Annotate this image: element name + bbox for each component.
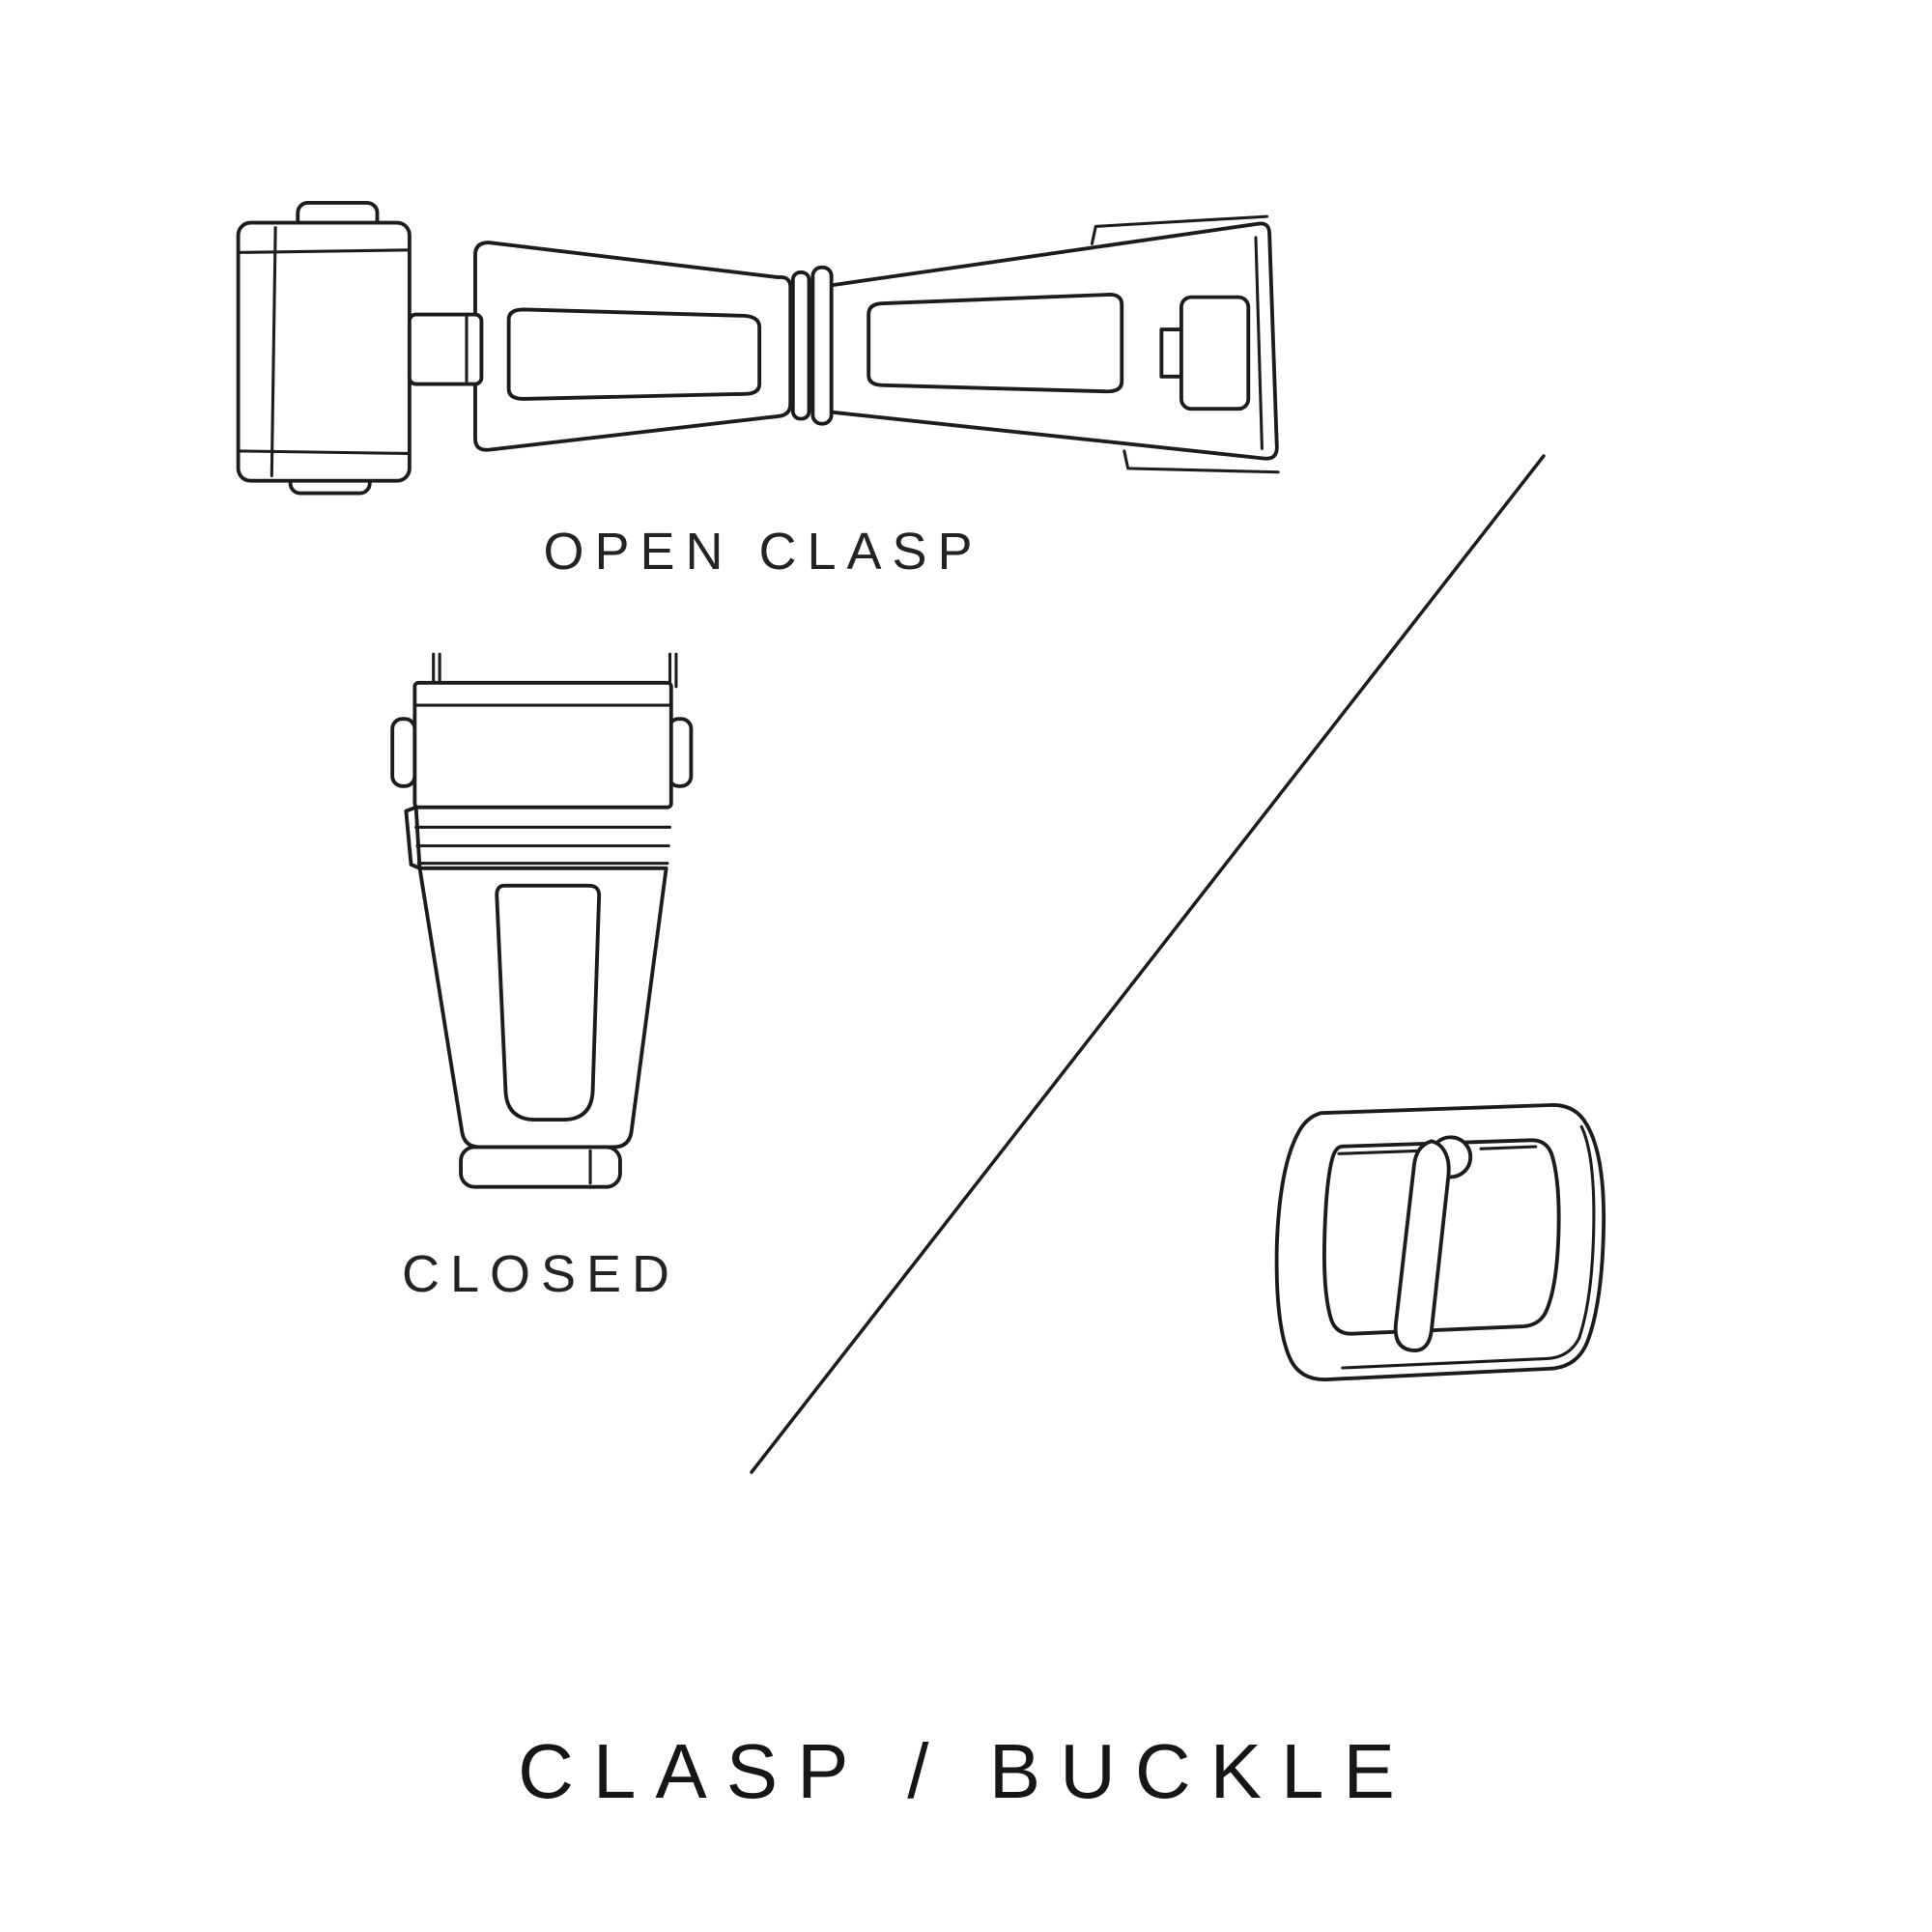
clasp-left-arm bbox=[473, 241, 793, 452]
clasp-hinge-bar-right bbox=[810, 265, 834, 426]
clasp-end-link-bottom-line bbox=[238, 449, 411, 456]
clasp-right-end-edge-line bbox=[1254, 236, 1264, 450]
clasp-right-arm-top-plate-line bbox=[1090, 214, 1269, 245]
clasp-body-inner-outline bbox=[495, 883, 602, 1122]
open-clasp-drawing bbox=[236, 201, 1280, 496]
clasp-prong-right bbox=[668, 652, 678, 689]
clasp-right-arm-inner-outline bbox=[867, 292, 1124, 394]
page-title: CLASP / BUCKLE bbox=[518, 1728, 1414, 1814]
open-clasp-illustration bbox=[222, 185, 1304, 508]
closed-clasp-caption: CLOSED bbox=[401, 1245, 681, 1303]
buckle-crossbar-left bbox=[1337, 1149, 1426, 1155]
clasp-right-arm-bottom-plate-line bbox=[1122, 449, 1280, 474]
clasp-hinge-bar-left bbox=[790, 270, 811, 421]
buckle-tongue bbox=[1393, 1139, 1451, 1352]
clasp-body bbox=[417, 866, 668, 1150]
clasp-end-link-top-line bbox=[238, 248, 411, 254]
diagonal-divider-line bbox=[750, 454, 1546, 1474]
clasp-left-arm-inner-outline bbox=[506, 307, 762, 401]
diagonal-divider bbox=[746, 450, 1549, 1478]
clasp-end-link bbox=[236, 220, 412, 483]
buckle-frame-bottom-thickness-line bbox=[1341, 1336, 1581, 1370]
clasp-side-button-left bbox=[390, 717, 417, 788]
clasp-catch-hook bbox=[1159, 327, 1183, 379]
buckle-frame-inner-opening bbox=[1322, 1138, 1561, 1336]
closed-clasp-illustration bbox=[379, 649, 702, 1197]
closed-clasp-drawing bbox=[390, 652, 694, 1189]
tang-buckle-illustration bbox=[1236, 1082, 1634, 1430]
clasp-band-left-tab bbox=[404, 805, 422, 870]
buckle-frame-right-thickness-line bbox=[1577, 1124, 1596, 1340]
divider-line bbox=[750, 454, 1546, 1474]
clasp-end-link-fold-line bbox=[270, 226, 277, 478]
buckle-crossbar-right bbox=[1479, 1145, 1538, 1151]
tang-buckle-drawing bbox=[1274, 1103, 1606, 1381]
open-clasp-caption: OPEN CLASP bbox=[543, 523, 983, 581]
clasp-cover bbox=[412, 680, 673, 810]
clasp-catch bbox=[1179, 295, 1251, 412]
clasp-end-cap bbox=[459, 1145, 622, 1189]
clasp-connector bbox=[407, 312, 484, 386]
